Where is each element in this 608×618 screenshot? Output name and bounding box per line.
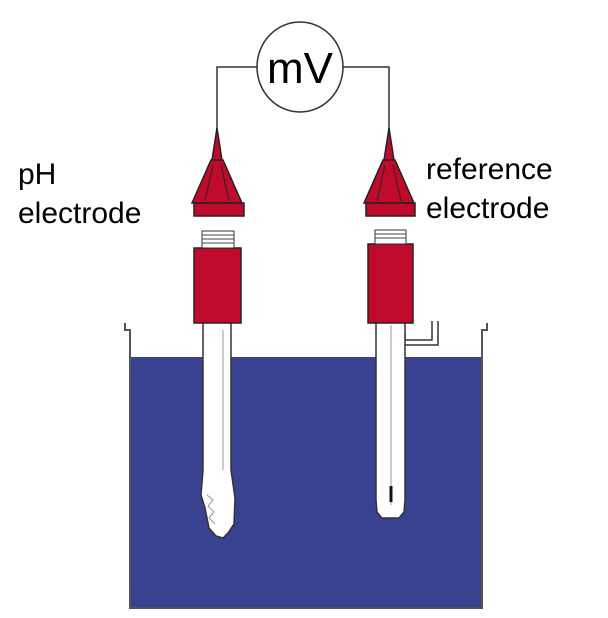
wires xyxy=(216,66,390,130)
ph-electrode-label-line1: pH xyxy=(18,158,56,191)
beaker-wall xyxy=(124,323,488,609)
ph-electrode-label-line2: electrode xyxy=(18,197,141,230)
reference-electrode-sleeve xyxy=(367,243,414,324)
meter-label: mV xyxy=(267,44,334,93)
ph-electrode xyxy=(190,127,245,539)
ph-electrode-glass-body xyxy=(200,320,236,539)
ph-electrode-cone-line-2 xyxy=(220,164,230,202)
solution xyxy=(130,357,482,608)
reference-electrode-label-line2: electrode xyxy=(426,192,549,225)
wire-left xyxy=(216,66,257,130)
wire-right xyxy=(343,66,390,130)
reference-electrode-cone-line-2 xyxy=(392,164,402,202)
reference-electrode-thread xyxy=(374,229,407,245)
millivolt-meter: mV xyxy=(256,21,344,113)
reference-electrode-connector-tip xyxy=(383,127,395,161)
reference-electrode-thread-lines xyxy=(375,233,406,239)
ph-electrode-sleeve xyxy=(193,247,242,324)
reference-electrode-label-line1: reference xyxy=(426,153,553,186)
labels: pH electrode reference electrode xyxy=(18,153,553,230)
reference-electrode-connector-cone xyxy=(362,159,416,204)
reference-electrode xyxy=(362,127,439,519)
beaker xyxy=(124,323,488,609)
ph-electrode-connector-cone xyxy=(190,159,244,204)
meter-circle xyxy=(256,21,344,113)
reference-electrode-connector-base xyxy=(365,202,416,217)
ph-electrode-bulb-shade xyxy=(206,494,216,525)
ph-electrode-cone-line xyxy=(204,164,214,202)
ph-electrode-connector-base xyxy=(193,202,245,217)
ph-electrode-connector-tip xyxy=(211,127,223,161)
ph-electrode-thread-lines xyxy=(202,234,234,244)
reference-electrode-cone-line xyxy=(376,164,386,202)
